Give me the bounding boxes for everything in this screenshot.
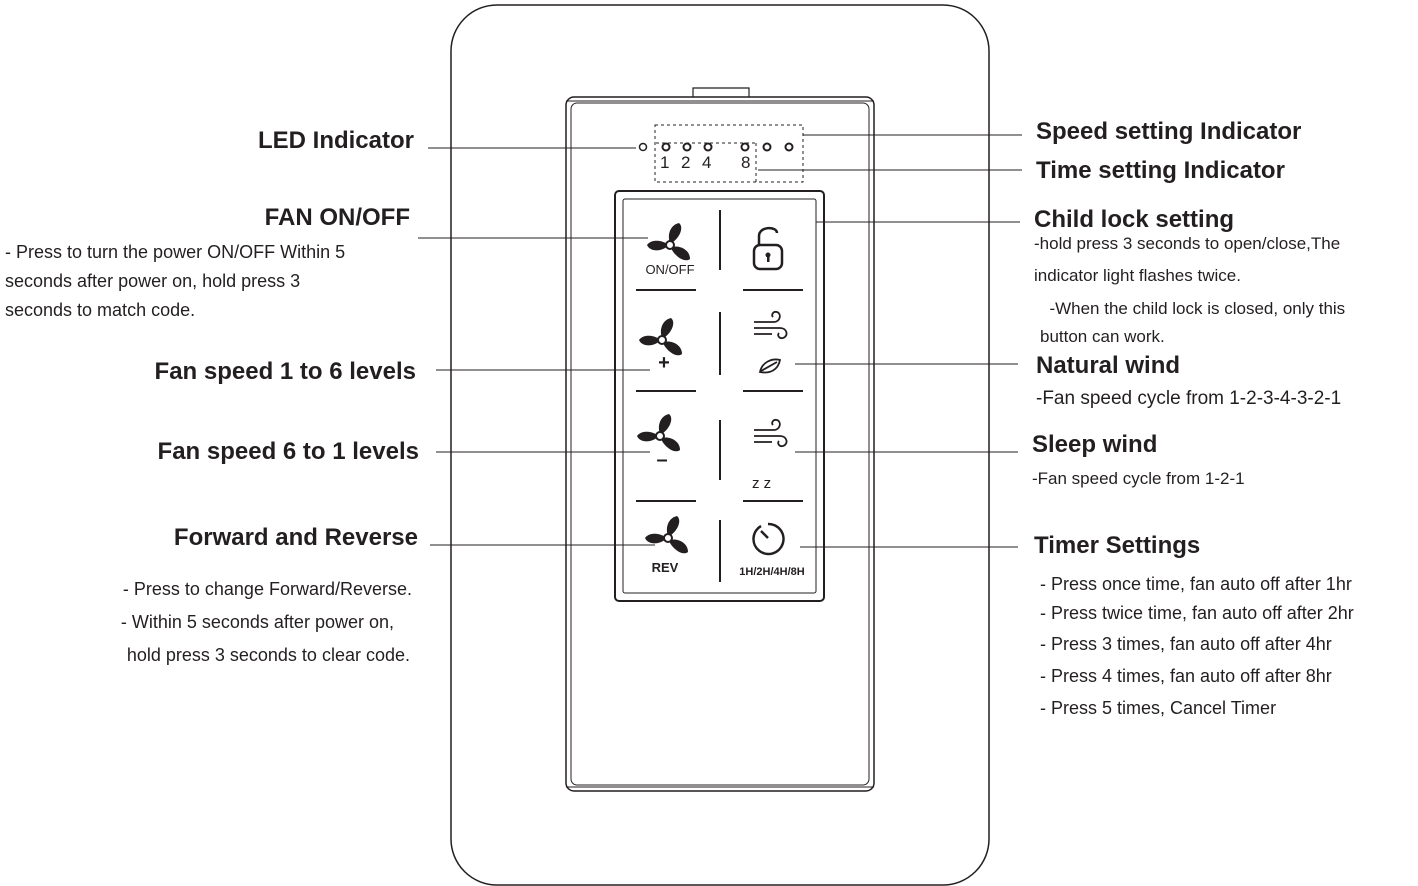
timer-desc-3: - Press 3 times, fan auto off after 4hr [1040,634,1332,654]
natural-wind-desc: -Fan speed cycle from 1-2-3-4-3-2-1 [1036,388,1342,409]
fan-onoff-desc-2: seconds after power on, hold press 3 [5,271,301,291]
child-lock-button[interactable] [752,226,784,271]
indicator-dot-2 [682,142,692,152]
fan-icon [638,317,683,357]
wall-plate [450,4,990,886]
timer-icon [752,522,785,556]
fan-onoff-title: FAN ON/OFF [264,204,410,231]
timer-desc-5: - Press 5 times, Cancel Timer [1040,698,1277,718]
switch-body-inner [570,102,870,786]
timer-desc-4: - Press 4 times, fan auto off after 8hr [1040,666,1332,686]
indicator-number-2: 2 [681,153,690,172]
timer-desc-1: - Press once time, fan auto off after 1h… [1040,574,1352,594]
fan-icon [646,222,691,262]
indicator-dot-5 [762,142,772,152]
minus-key-label: – [656,449,667,471]
indicator-number-4: 4 [702,153,711,172]
fan-onoff-desc-1: - Press to turn the power ON/OFF Within … [5,242,346,262]
indicator-number-8: 8 [741,153,750,172]
sleep-wind-button[interactable]: z z [752,418,788,492]
reverse-desc-3: hold press 3 seconds to clear code. [126,645,410,665]
keypad-panel [614,190,825,602]
timer-button[interactable]: 1H/2H/4H/8H [739,522,805,578]
leaf-icon [758,358,782,374]
fan-icon [644,515,689,555]
reverse-desc-2: - Within 5 seconds after power on, [120,612,394,632]
unlock-icon [752,226,784,271]
sleep-key-label: z z [752,475,771,492]
natural-wind-title: Natural wind [1036,352,1181,379]
speed-up-button[interactable]: + [638,317,683,374]
timer-desc-2: - Press twice time, fan auto off after 2… [1040,603,1354,623]
plus-key-label: + [658,352,670,374]
wind-icon [753,418,788,448]
reverse-button[interactable]: REV [644,515,689,575]
time-indicator-title: Time setting Indicator [1036,157,1285,184]
switch-top-tab [692,87,750,97]
indicator-dashed-box [654,124,804,183]
wind-icon [753,310,788,340]
sleep-wind-title: Sleep wind [1032,431,1158,458]
timer-key-label: 1H/2H/4H/8H [739,566,804,578]
onoff-key-label: ON/OFF [645,262,694,277]
switch-body [565,96,875,792]
indicator-dot-4 [703,142,713,152]
natural-wind-button[interactable] [753,310,788,374]
child-lock-title: Child lock setting [1034,206,1235,233]
rev-key-label: REV [652,560,679,575]
child-lock-desc-2: indicator light flashes twice. [1034,266,1241,285]
speed-up-title: Fan speed 1 to 6 levels [154,358,416,385]
child-lock-desc-3: -When the child lock is closed, only thi… [1040,299,1346,318]
child-lock-desc-1: -hold press 3 seconds to open/close,The [1034,234,1341,253]
led-indicator-dot [638,142,648,152]
indicator-dot-6 [784,142,794,152]
timer-settings-title: Timer Settings [1034,532,1201,559]
speed-indicator-title: Speed setting Indicator [1036,118,1302,145]
onoff-button[interactable]: ON/OFF [645,222,695,277]
reverse-title: Forward and Reverse [173,524,418,551]
reverse-desc-1: - Press to change Forward/Reverse. [122,579,412,599]
led-indicator-title: LED Indicator [257,127,414,154]
fan-icon [636,413,681,453]
sleep-wind-desc: -Fan speed cycle from 1-2-1 [1032,469,1245,488]
indicator-dot-1 [661,142,671,152]
keypad-panel-inner [622,198,817,594]
fan-onoff-desc-3: seconds to match code. [5,300,196,320]
speed-down-button[interactable]: – [636,413,681,471]
indicator-dot-8 [740,142,750,152]
child-lock-desc-4: button can work. [1040,327,1165,346]
indicator-number-1: 1 [660,153,669,172]
speed-down-title: Fan speed 6 to 1 levels [157,438,419,465]
